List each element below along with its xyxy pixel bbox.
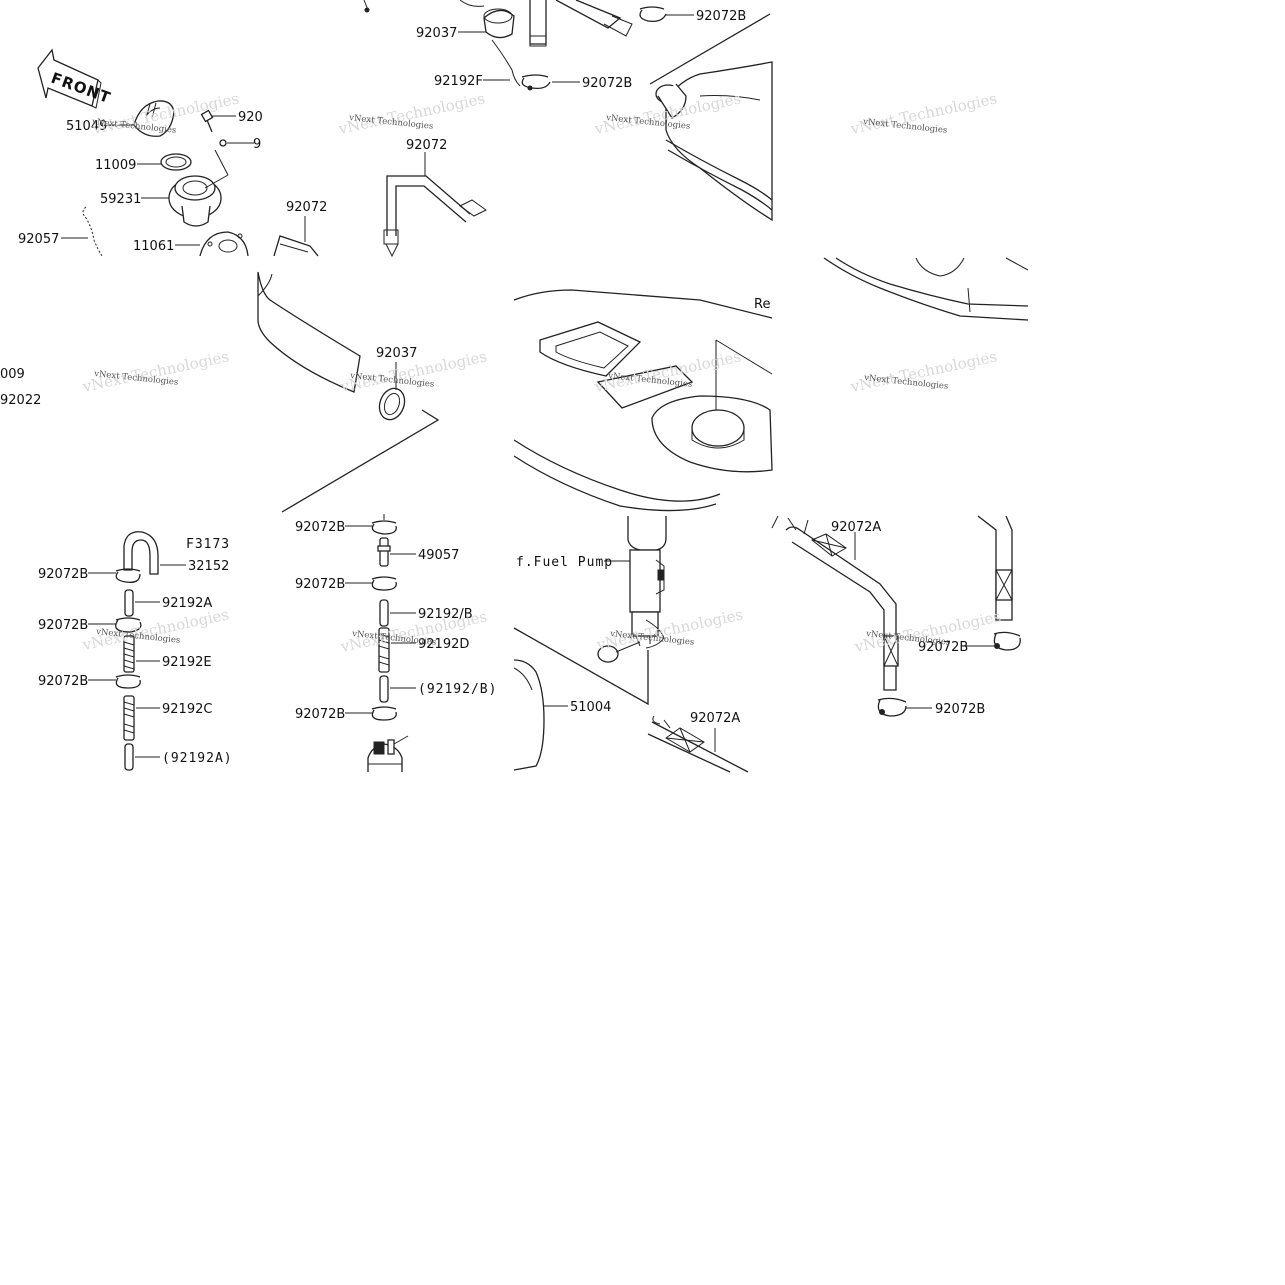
part-label-92192A-paren: (92192A) <box>162 751 233 766</box>
part-label-009-partial: 009 <box>0 367 25 382</box>
part-label-92192D: 92192D <box>418 637 469 652</box>
spring-hose-92192D <box>378 627 390 673</box>
bolt-part: 920 9 <box>200 109 263 152</box>
clamp-92072B-c1 <box>371 514 397 535</box>
fuel-tank-front <box>649 13 773 222</box>
hose-92192A-ref <box>124 743 134 771</box>
clamp-92072B-r2 <box>877 697 907 717</box>
part-label-11009: 11009 <box>95 158 136 173</box>
valve-fitting <box>367 735 409 772</box>
filler-hose <box>257 271 440 513</box>
clamp-92072B-r1 <box>993 631 1021 651</box>
part-label-92037-mid: 92037 <box>376 346 417 361</box>
strap-top-vertical <box>529 0 633 47</box>
spring-hose-92192E <box>123 635 135 673</box>
strap-92072-a <box>383 175 487 258</box>
chain-92057 <box>82 206 103 257</box>
fitting-49057 <box>377 537 391 567</box>
tank-part-51004 <box>513 659 545 771</box>
part-label-9-partial: 9 <box>253 137 261 152</box>
part-label-51049: 51049 <box>66 119 107 134</box>
fuel-cap-51049 <box>133 100 175 137</box>
clamp-92072B-c2 <box>371 576 397 591</box>
clamp-92072B-l1 <box>115 568 141 583</box>
part-label-92072B-l2: 92072B <box>38 618 88 633</box>
part-label-92072B-c2: 92072B <box>295 577 345 592</box>
part-label-92072B-c3: 92072B <box>295 707 345 722</box>
clamp-92072B-c3 <box>371 706 397 721</box>
part-label-92072B-r2: 92072B <box>935 702 985 717</box>
part-label-92072B-c1: 92072B <box>295 520 345 535</box>
part-label-59231: 59231 <box>100 192 141 207</box>
part-label-51004: 51004 <box>570 700 611 715</box>
fuel-tank-top <box>513 289 773 512</box>
part-label-92022-partial: 92022 <box>0 393 41 408</box>
hose-92192-B <box>379 599 389 627</box>
part-label-92072B-l3: 92072B <box>38 674 88 689</box>
fuel-tank-rear <box>823 257 1029 321</box>
clamp-92072B-top2 <box>521 74 551 91</box>
part-label-92192-B-paren: (92192/B) <box>418 682 497 697</box>
part-label-92037-top: 92037 <box>416 26 457 41</box>
part-label-92192A: 92192A <box>162 596 212 611</box>
hose-92192-B-ref <box>379 675 389 703</box>
note-code-f3173: F3173 <box>186 537 230 552</box>
part-label-92072A-right: 92072A <box>831 520 881 535</box>
fuel-pump <box>513 516 667 706</box>
part-label-92057: 92057 <box>18 232 59 247</box>
strap-right-vertical <box>977 515 1013 621</box>
front-arrow: FRONT <box>37 48 113 109</box>
spring-hose-92192C <box>123 695 135 741</box>
clamp-92072B-top <box>639 6 667 22</box>
part-label-92072B-l1: 92072B <box>38 567 88 582</box>
part-label-11061: 11061 <box>133 239 174 254</box>
part-label-32152: 32152 <box>188 559 229 574</box>
part-label-92072B-r1: 92072B <box>918 640 968 655</box>
base-gasket-11061 <box>199 231 249 257</box>
part-label-92072B-top: 92072B <box>696 9 746 24</box>
part-label-92192E: 92192E <box>162 655 212 670</box>
part-label-92192-B: 92192/B <box>418 607 473 622</box>
part-label-920-partial: 920 <box>238 110 263 125</box>
part-label-92072-b: 92072 <box>286 200 327 215</box>
clamp-92072B-l2 <box>115 617 142 633</box>
ref-label-partial: Re <box>754 297 770 312</box>
part-label-92072A-low: 92072A <box>690 711 740 726</box>
strap-92072-b <box>273 235 319 257</box>
fuel-pump-ref-label: f.Fuel Pump <box>516 555 613 570</box>
gasket-11009 <box>160 153 192 171</box>
part-label-92192F: 92192F <box>434 74 483 89</box>
part-label-92072B-top2: 92072B <box>582 76 632 91</box>
strap-92072A-right <box>771 515 899 691</box>
hose-92192A <box>124 589 134 617</box>
strap-92072A-low <box>647 715 749 773</box>
hose-clamp-top <box>459 0 521 87</box>
part-label-92072-a: 92072 <box>406 138 447 153</box>
filler-neck-59231 <box>168 149 229 227</box>
part-label-92192C: 92192C <box>162 702 212 717</box>
clamp-92072B-l3 <box>115 674 141 689</box>
part-label-49057: 49057 <box>418 548 459 563</box>
hose-32152 <box>123 531 159 575</box>
